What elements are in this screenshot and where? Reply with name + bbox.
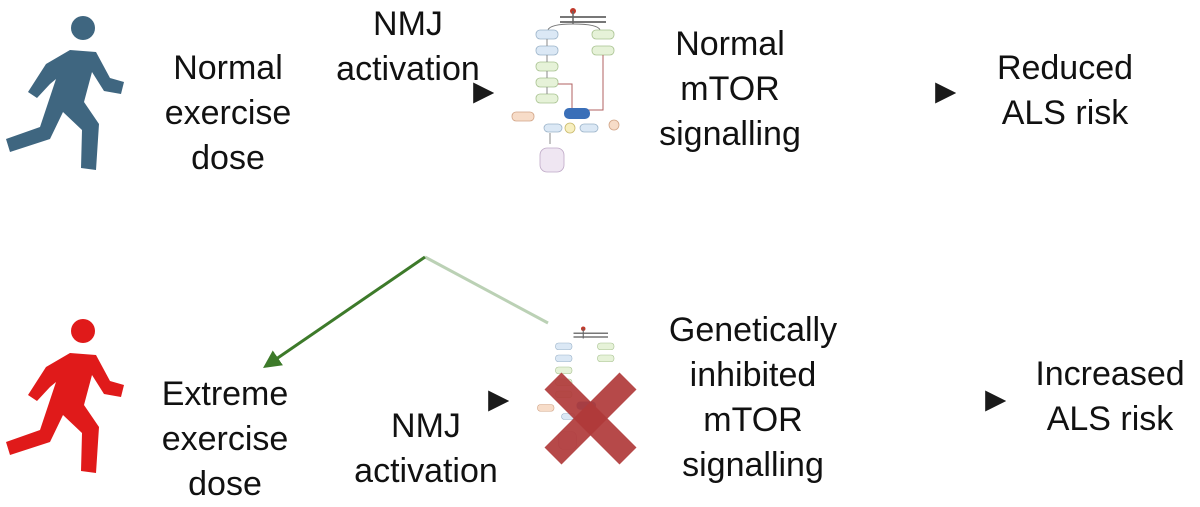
label-line: Reduced: [996, 49, 1134, 87]
label-line: activation: [336, 50, 480, 88]
extreme-exercise-dose-label: Extreme exercise dose: [140, 372, 310, 507]
normal-runner-icon: [6, 16, 124, 170]
label-line: Normal: [173, 49, 283, 87]
label-line: NMJ: [391, 407, 461, 445]
label-line: ALS risk: [1046, 400, 1174, 438]
label-line: Normal: [675, 25, 785, 63]
signalling-pathway-icon: [511, 8, 620, 173]
label-line: Genetically: [668, 311, 838, 349]
reduced-als-risk-label: Reduced ALS risk: [960, 46, 1170, 136]
label-line: Extreme: [161, 375, 289, 413]
label-line: dose: [188, 465, 262, 503]
nmj-activation-label-bottom: NMJ activation: [336, 404, 516, 494]
label-line: mTOR: [680, 70, 780, 108]
genetically-inhibited-mtor-label: Genetically inhibited mTOR signalling: [648, 308, 858, 488]
normal-mtor-label: Normal mTOR signalling: [640, 22, 820, 157]
label-line: mTOR: [703, 401, 803, 439]
feedback-arrow: [263, 255, 549, 369]
label-line: exercise: [164, 94, 292, 132]
label-line: inhibited: [689, 356, 817, 394]
label-line: signalling: [659, 115, 801, 153]
label-line: Increased: [1035, 355, 1185, 393]
label-line: NMJ: [373, 5, 443, 43]
cross-icon: [544, 372, 637, 465]
label-line: dose: [191, 139, 265, 177]
label-line: exercise: [161, 420, 289, 458]
extreme-runner-icon: [6, 319, 124, 473]
nmj-activation-label-top: NMJ activation: [318, 2, 498, 92]
label-line: ALS risk: [1001, 94, 1129, 132]
normal-exercise-dose-label: Normal exercise dose: [148, 46, 308, 181]
label-line: signalling: [682, 446, 824, 484]
increased-als-risk-label: Increased ALS risk: [1010, 352, 1200, 442]
label-line: activation: [354, 452, 498, 490]
